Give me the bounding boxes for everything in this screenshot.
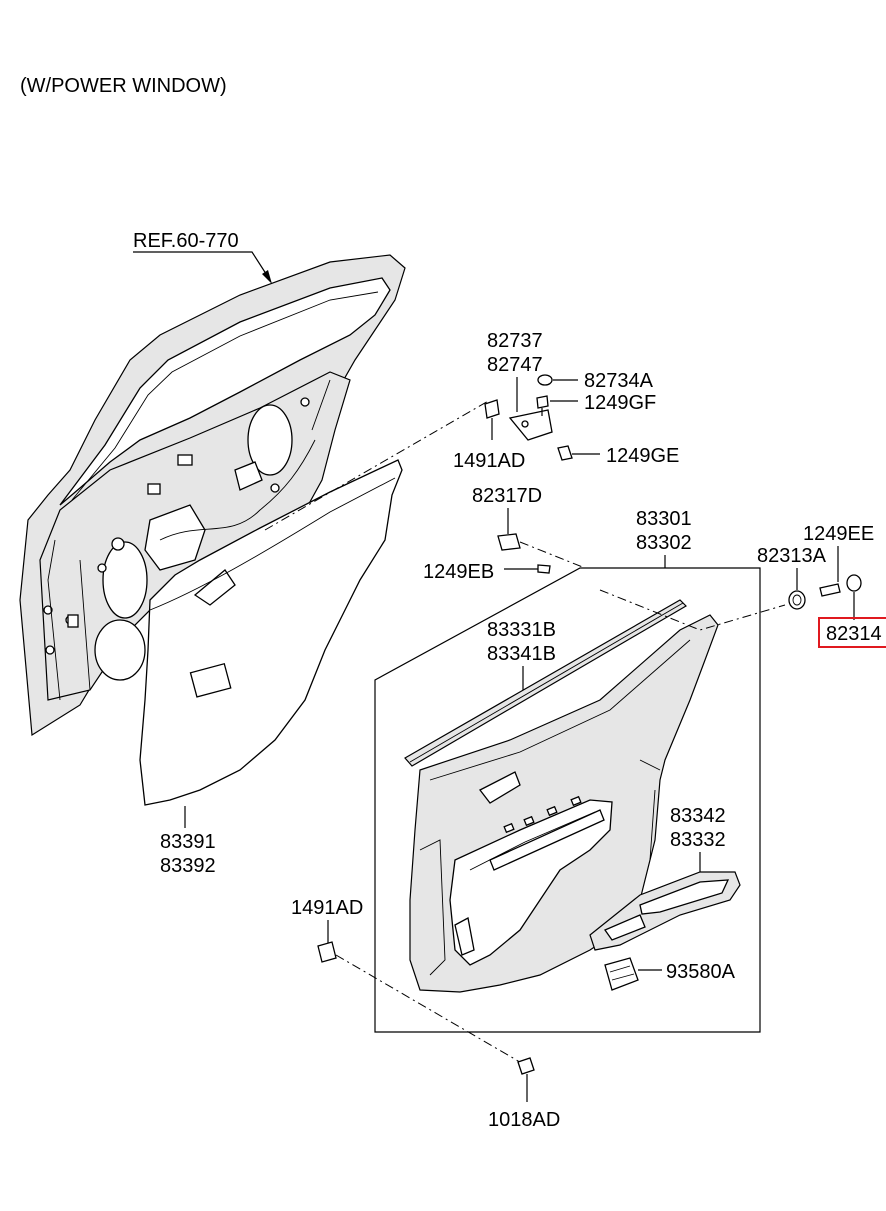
- diagram-title: (W/POWER WINDOW): [20, 75, 227, 97]
- label-93580A: 93580A: [666, 961, 736, 983]
- label-82747: 82747: [487, 354, 543, 376]
- label-83391: 83391: [160, 831, 216, 853]
- label-1491AD-bottom: 1491AD: [291, 897, 363, 919]
- ref-leader-arrow: [262, 270, 272, 284]
- trim-panel-box: [374, 567, 761, 1033]
- label-1018AD: 1018AD: [488, 1109, 560, 1131]
- label-1249EB: 1249EB: [423, 561, 494, 583]
- dash-82317D: [519, 541, 586, 569]
- label-82317D: 82317D: [472, 485, 542, 507]
- label-82734A: 82734A: [584, 370, 654, 392]
- ref-leader-line: [133, 251, 271, 281]
- waterproof-sheet: [139, 459, 403, 806]
- clip-1491AD-bottom: [317, 941, 337, 963]
- label-83302: 83302: [636, 532, 692, 554]
- hinge-bracket-part: [508, 409, 553, 441]
- screw-1249GF: [536, 395, 549, 409]
- label-82313A: 82313A: [757, 545, 827, 567]
- label-83392: 83392: [160, 855, 216, 877]
- label-82314: 82314: [826, 623, 882, 645]
- dash-to-82313A: [599, 589, 786, 631]
- label-82737: 82737: [487, 330, 543, 352]
- screw-1249EE: [819, 583, 841, 597]
- label-83301: 83301: [636, 508, 692, 530]
- label-1249EE: 1249EE: [803, 523, 874, 545]
- clip-82317D: [497, 533, 521, 551]
- label-83332: 83332: [670, 829, 726, 851]
- cap-82314: [846, 574, 862, 592]
- dash-clip-to-screw: [335, 954, 526, 1066]
- screw-1018AD: [517, 1057, 535, 1075]
- door-frame: [19, 254, 406, 737]
- door-trim-panel: [409, 614, 719, 993]
- dash-frame-to-bracket: [264, 399, 491, 531]
- screw-1249EB: [537, 564, 551, 574]
- cap-82734A: [537, 374, 553, 386]
- label-83331B: 83331B: [487, 619, 556, 641]
- label-1491AD-top: 1491AD: [453, 450, 525, 472]
- label-1249GE: 1249GE: [606, 445, 679, 467]
- screw-1249GE: [557, 445, 573, 461]
- label-83342: 83342: [670, 805, 726, 827]
- highlight-82314-box: [818, 617, 886, 648]
- grommet-82313A: [788, 590, 806, 610]
- label-1249GF: 1249GF: [584, 392, 656, 414]
- label-ref-60-770: REF.60-770: [133, 230, 239, 252]
- clip-1491AD-top: [484, 399, 500, 419]
- label-83341B: 83341B: [487, 643, 556, 665]
